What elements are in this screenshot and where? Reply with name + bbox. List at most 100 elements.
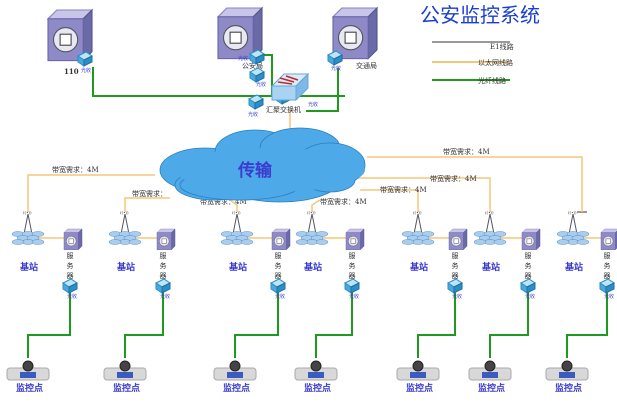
- node-label-110: 110: [64, 67, 79, 76]
- station-label: 基站: [481, 261, 500, 273]
- cell-icon: [108, 239, 122, 245]
- optical-transceiver: [62, 278, 78, 294]
- fiber-link-110: [92, 67, 345, 97]
- transceiver-label: 光收: [308, 101, 318, 108]
- camera-label: 监控点: [555, 382, 582, 394]
- server-disk-center: [350, 238, 356, 244]
- transceiver-side: [526, 282, 536, 294]
- server-disk-center: [344, 31, 357, 44]
- optical-transceiver: [270, 278, 286, 294]
- cell-icon: [315, 239, 329, 245]
- camera: [396, 360, 440, 381]
- fiber-link-camera: [27, 292, 71, 358]
- signal-icon: ((•)): [413, 210, 422, 215]
- bandwidth-label: 带宽需求：4M: [52, 165, 99, 174]
- station-label: 基站: [116, 261, 135, 273]
- camera-label: 监控点: [16, 382, 43, 394]
- cell-icon: [421, 239, 435, 245]
- camera: [213, 360, 257, 381]
- station-label: 基站: [19, 261, 38, 273]
- transceiver-side: [83, 55, 93, 67]
- camera-lens: [412, 360, 424, 372]
- server-label: 服务器: [451, 252, 459, 282]
- server-disk-center: [68, 238, 74, 244]
- optical-transceiver: [520, 278, 536, 294]
- camera-label: 监控点: [223, 382, 250, 394]
- cell-icon: [240, 239, 254, 245]
- transceiver-side: [276, 282, 286, 294]
- camera-band: [227, 372, 243, 378]
- camera: [294, 360, 338, 381]
- fiber-link-camera: [417, 292, 456, 358]
- camera: [103, 360, 147, 381]
- ethernet-link-station: [355, 177, 491, 212]
- switch-front: [271, 85, 297, 101]
- transceiver-label: 光收: [160, 293, 170, 300]
- base-station: ((•)): [401, 210, 435, 245]
- transceiver-side: [254, 98, 264, 110]
- station-label: 基站: [228, 261, 247, 273]
- camera-label: 监控点: [478, 382, 505, 394]
- camera-lens: [229, 360, 241, 372]
- server-disk-center: [526, 238, 532, 244]
- fiber-link-camera: [489, 292, 529, 358]
- optical-transceiver: [327, 50, 343, 66]
- legend-label: 以太网线路: [478, 58, 513, 67]
- signal-icon: ((•)): [307, 210, 316, 215]
- cell-icon: [128, 239, 142, 245]
- tower-icon: [307, 213, 317, 235]
- legend-label: 光纤线路: [478, 76, 506, 85]
- camera-band: [20, 372, 36, 378]
- server-label: 服务器: [274, 252, 282, 282]
- optical-transceiver: [77, 51, 93, 67]
- transceiver-side: [453, 282, 463, 294]
- base-station: ((•)): [295, 210, 329, 245]
- tower-icon: [568, 213, 578, 235]
- bandwidth-label: 带宽需求：4M: [443, 147, 490, 156]
- transceiver-side: [68, 282, 78, 294]
- switch-arrows: [277, 75, 299, 85]
- transceiver-side: [255, 71, 265, 83]
- cloud-label: 传输: [237, 160, 273, 181]
- server-label: 服务器: [348, 252, 356, 282]
- optical-transceiver: [599, 278, 615, 294]
- ethernet-link-station: [27, 174, 155, 212]
- camera-band: [410, 372, 426, 378]
- transceiver-side: [605, 282, 615, 294]
- fiber-link-camera: [315, 292, 353, 358]
- server-110: [46, 8, 94, 62]
- ethernet-link-station: [367, 156, 583, 212]
- transceiver-side: [161, 282, 171, 294]
- bandwidth-label: 带宽需求：4M: [380, 185, 427, 194]
- ethernet-link-station: [124, 197, 170, 212]
- server-side: [360, 228, 365, 251]
- camera-label: 监控点: [113, 382, 140, 394]
- camera-lens: [119, 360, 131, 372]
- transceiver-label: 光收: [275, 293, 285, 300]
- camera-label: 监控点: [406, 382, 433, 394]
- server-label: 服务器: [159, 252, 167, 282]
- ethernet-link-station: [360, 189, 419, 212]
- camera-lens: [484, 360, 496, 372]
- base-station: ((•)): [473, 210, 507, 245]
- server-side: [286, 228, 291, 251]
- camera-lens: [561, 360, 573, 372]
- base-station: ((•)): [11, 210, 45, 245]
- station-label: 基站: [409, 261, 428, 273]
- transceiver-side: [350, 282, 360, 294]
- server-disk-center: [605, 238, 611, 244]
- station-server: [63, 228, 83, 251]
- base-station: ((•)): [556, 210, 590, 245]
- optical-transceiver: [155, 278, 171, 294]
- server-side: [463, 228, 468, 251]
- diagram-title: 公安监控系统: [420, 3, 540, 27]
- fiber-link-camera: [234, 292, 279, 358]
- tower-icon: [232, 213, 242, 235]
- cell-icon: [493, 239, 507, 245]
- cloud-fill: [175, 148, 365, 192]
- station-server: [600, 228, 617, 251]
- server-side: [78, 228, 83, 251]
- transceiver-label: 光收: [81, 67, 91, 74]
- transceiver-label: 光收: [67, 293, 77, 300]
- signal-icon: ((•)): [485, 210, 494, 215]
